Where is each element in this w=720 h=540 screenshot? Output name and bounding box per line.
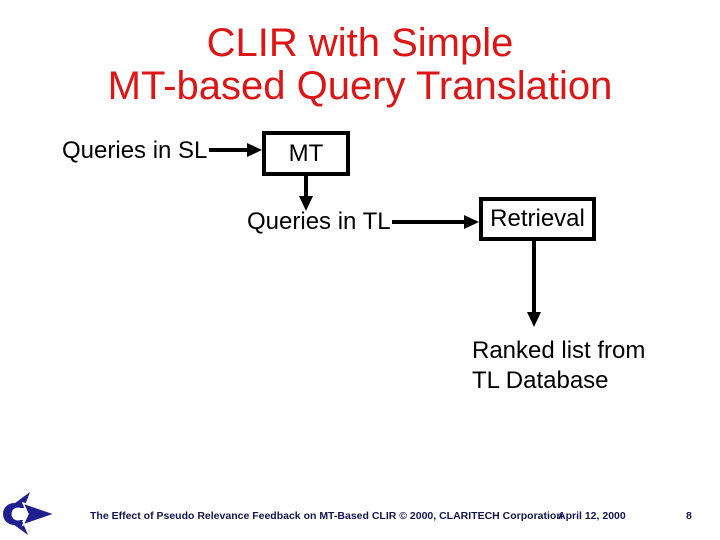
mt-box-label: MT — [288, 139, 324, 167]
mt-box: MT — [262, 131, 350, 176]
footer-page-number: 8 — [686, 510, 692, 522]
arrow-right-tl-to-retrieval-icon — [392, 215, 479, 229]
arrow-right-sl-to-mt-icon — [209, 143, 262, 157]
ranked-list-label: Ranked list from TL Database — [472, 336, 645, 396]
queries-in-sl-label: Queries in SL — [62, 137, 208, 164]
slide-title-line2: MT-based Query Translation — [107, 64, 613, 108]
slide-title: CLIR with Simple MT-based Query Translat… — [0, 22, 720, 108]
footer-date: April 12, 2000 — [558, 510, 626, 522]
footer-citation: The Effect of Pseudo Relevance Feedback … — [90, 510, 563, 522]
slide-footer: The Effect of Pseudo Relevance Feedback … — [0, 510, 720, 526]
arrow-down-retrieval-to-ranked-icon — [527, 241, 541, 327]
arrow-down-mt-to-tl-icon — [299, 176, 313, 211]
slide-title-line1: CLIR with Simple — [206, 21, 514, 65]
retrieval-box: Retrieval — [479, 197, 596, 241]
ranked-list-line2: TL Database — [472, 367, 609, 394]
queries-in-tl-label: Queries in TL — [247, 208, 391, 235]
retrieval-box-label: Retrieval — [490, 205, 585, 232]
ranked-list-line1: Ranked list from — [472, 337, 646, 364]
